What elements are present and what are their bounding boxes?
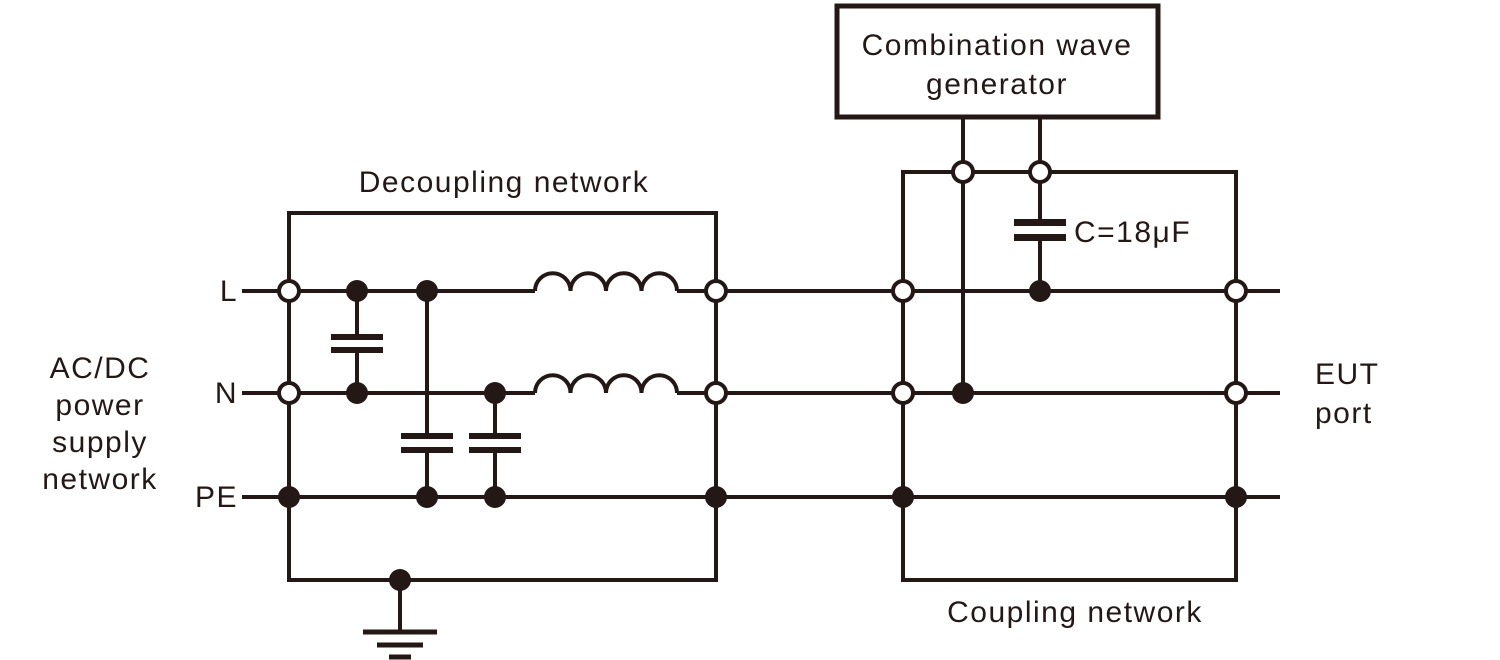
cap-npe-plate-top <box>469 433 521 439</box>
junction-dot <box>1225 486 1247 508</box>
eut-port-label: EUT port <box>1315 358 1380 430</box>
capacitor-l-n <box>331 291 383 393</box>
terminal-circle <box>277 279 301 303</box>
coupling-cap-plate-bottom <box>1014 234 1066 241</box>
terminal-circles <box>277 160 1248 405</box>
terminal-circle <box>704 381 728 405</box>
junction-dot <box>346 280 368 302</box>
junction-dot <box>1029 280 1051 302</box>
coupling-cap-value-label: C=18μF <box>1074 216 1191 249</box>
junction-dot <box>892 486 914 508</box>
supply-side-labels: AC/DC power supply network L N PE <box>42 275 238 514</box>
cap-ln-plate-bottom <box>331 347 383 353</box>
terminal-label-l: L <box>220 275 238 308</box>
terminal-circle <box>1028 160 1052 184</box>
generator-label-line1: Combination wave <box>862 29 1133 62</box>
eut-label-line2: port <box>1315 397 1373 430</box>
terminal-circle <box>1224 381 1248 405</box>
decoupling-network-label: Decoupling network <box>359 166 649 199</box>
eut-label-line1: EUT <box>1315 358 1380 391</box>
cap-npe-plate-bottom <box>469 447 521 453</box>
junction-dot <box>484 382 506 404</box>
junction-dot <box>484 486 506 508</box>
junction-dots <box>278 280 1247 591</box>
terminal-circle <box>891 279 915 303</box>
generator-label-line2: generator <box>926 68 1068 101</box>
junction-dot <box>278 486 300 508</box>
inductors <box>533 271 679 394</box>
terminal-label-pe: PE <box>195 481 238 514</box>
power-lines <box>242 289 1280 499</box>
supply-label-line3: supply <box>52 426 148 459</box>
terminal-circle <box>704 279 728 303</box>
coupling-box <box>901 170 1238 582</box>
terminal-circle <box>277 381 301 405</box>
inductor-l-icon <box>533 271 679 292</box>
coupling-network-label: Coupling network <box>947 596 1203 629</box>
combination-wave-generator: Combination wave generator <box>834 3 1161 120</box>
junction-dot <box>705 486 727 508</box>
terminal-label-n: N <box>215 377 238 410</box>
coupling-capacitor: C=18μF <box>1014 216 1191 249</box>
terminal-circle <box>951 160 975 184</box>
capacitor-n-pe <box>469 393 521 497</box>
terminal-circle <box>1224 279 1248 303</box>
junction-dot <box>389 569 411 591</box>
supply-label-line4: network <box>42 463 158 496</box>
supply-label-line2: power <box>55 389 144 422</box>
generator-box <box>834 3 1161 120</box>
junction-dot <box>416 486 438 508</box>
coupling-cap-plate-top <box>1014 219 1066 226</box>
junction-dot <box>416 280 438 302</box>
generator-leads <box>961 117 1042 393</box>
coupling-network: Coupling network <box>901 170 1238 629</box>
cap-ln-plate-top <box>331 334 383 340</box>
cap-lpe-plate-top <box>401 433 453 439</box>
decoupling-network: Decoupling network <box>287 166 718 582</box>
cap-lpe-plate-bottom <box>401 447 453 453</box>
inductor-n-icon <box>533 373 679 394</box>
terminal-circle <box>891 381 915 405</box>
junction-dot <box>346 382 368 404</box>
supply-label-line1: AC/DC <box>50 352 151 385</box>
earth-ground-icon <box>363 580 437 660</box>
junction-dot <box>952 382 974 404</box>
